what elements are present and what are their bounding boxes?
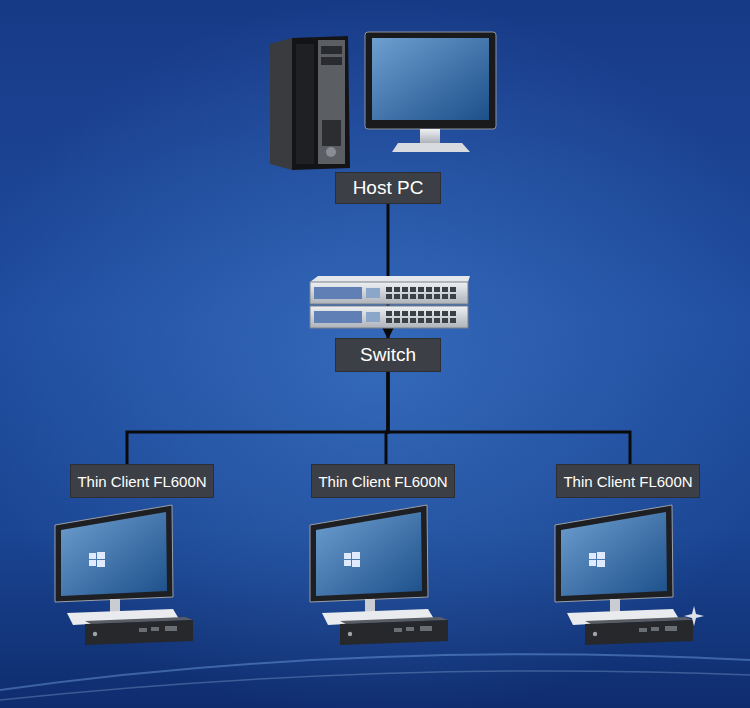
client-label: Thin Client FL600N bbox=[311, 464, 455, 498]
node-label: Thin Client FL600N bbox=[77, 473, 206, 490]
host-label: Host PC bbox=[335, 172, 441, 204]
client-label: Thin Client FL600N bbox=[70, 464, 214, 498]
network-line bbox=[127, 372, 388, 464]
client-label: Thin Client FL600N bbox=[556, 464, 700, 498]
node-label: Host PC bbox=[353, 177, 424, 199]
node-label: Thin Client FL600N bbox=[563, 473, 692, 490]
switch-label: Switch bbox=[335, 338, 441, 372]
node-label: Switch bbox=[360, 344, 416, 366]
network-line bbox=[388, 372, 630, 464]
node-label: Thin Client FL600N bbox=[318, 473, 447, 490]
